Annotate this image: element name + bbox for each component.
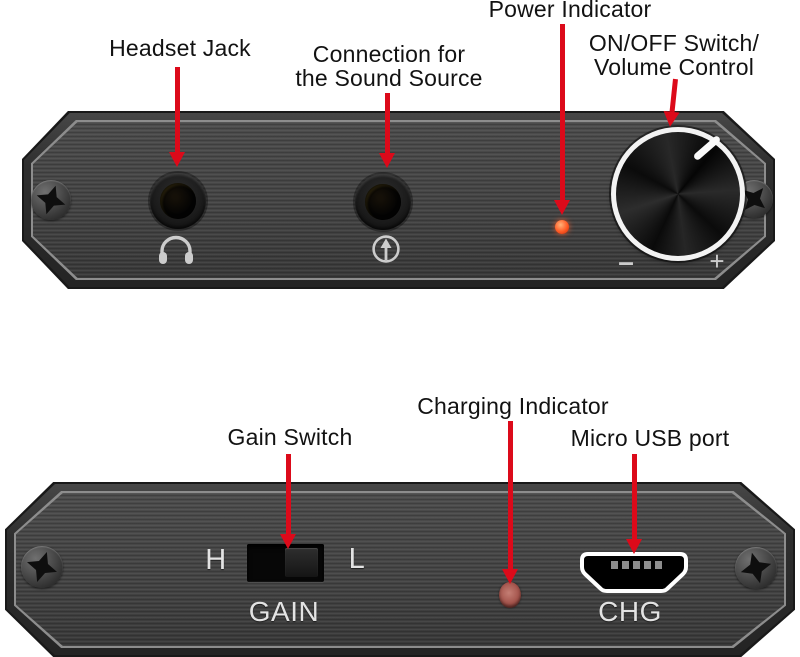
charging-led (499, 582, 521, 608)
arrow-charging-indicator (502, 421, 518, 584)
label-sound-source: Connection for the Sound Source (295, 42, 482, 90)
label-gain-switch: Gain Switch (227, 424, 353, 450)
screw-rear-right (735, 547, 777, 589)
arrow-headset-jack (169, 67, 185, 167)
label-sound-source-line1: Connection for (312, 41, 466, 67)
micro-usb-icon (580, 552, 688, 593)
gain-switch-slider (285, 548, 318, 577)
audio-input-arrow-icon (372, 235, 400, 263)
screw-front-left (31, 180, 71, 220)
power-led (555, 220, 569, 234)
screw-rear-left (21, 546, 63, 588)
gain-high-label: H (205, 544, 227, 576)
label-sound-source-line2: the Sound Source (295, 65, 483, 91)
label-charging-indicator: Charging Indicator (417, 393, 609, 419)
volume-plus: + (709, 246, 725, 276)
volume-knob (611, 127, 745, 261)
gain-caption: GAIN (248, 596, 320, 627)
arrow-sound-source (379, 93, 395, 168)
arrow-power-indicator (554, 24, 570, 215)
label-power-indicator: Power Indicator (488, 0, 652, 22)
phillips-screw-icon (27, 552, 57, 582)
volume-knob-face (616, 132, 740, 256)
label-onoff-line1: ON/OFF Switch/ (588, 30, 760, 56)
headset-jack-hole (160, 183, 196, 219)
sound-source-jack-hole (365, 184, 401, 220)
phillips-screw-icon (743, 188, 765, 210)
phillips-screw-icon (740, 552, 772, 584)
label-headset-jack: Headset Jack (109, 35, 251, 61)
arrow-micro-usb (626, 454, 642, 554)
arrow-gain-switch (280, 454, 296, 549)
volume-minus: – (618, 246, 634, 277)
gain-low-label: L (348, 543, 366, 575)
rear-panel-device (5, 482, 795, 657)
headset-jack (150, 173, 206, 229)
chg-caption: CHG (598, 596, 662, 627)
sound-source-jack (355, 174, 411, 230)
label-onoff-line2: Volume Control (593, 54, 755, 80)
gain-switch (247, 544, 324, 582)
label-onoff-volume: ON/OFF Switch/ Volume Control (589, 31, 759, 79)
phillips-screw-icon (36, 185, 66, 215)
headphone-icon (159, 235, 193, 264)
label-micro-usb: Micro USB port (570, 425, 730, 451)
